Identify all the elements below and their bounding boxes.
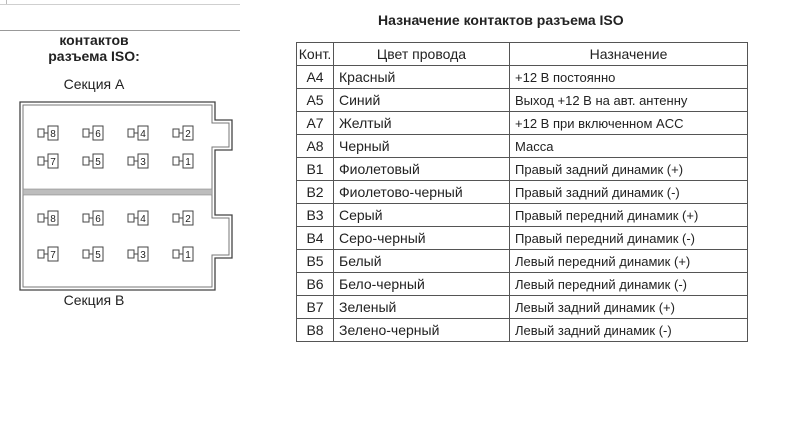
- section-a-pin-6: 6: [82, 125, 104, 141]
- section-separator-band: [22, 188, 213, 196]
- cell-wire-color: Фиолетово-черный: [333, 180, 510, 204]
- cell-purpose: Левый передний динамик (-): [509, 272, 748, 296]
- section-b-pin-5: 5: [82, 246, 104, 262]
- cell-pin: A8: [296, 134, 334, 158]
- cell-purpose: Масса: [509, 134, 748, 158]
- cell-pin: A5: [296, 88, 334, 112]
- section-b-label: Секция В: [63, 292, 125, 308]
- pin-number-label: 5: [95, 250, 101, 261]
- pin-number-label: 8: [50, 214, 56, 225]
- header-purpose: Назначение: [509, 42, 748, 66]
- cell-wire-color: Зелено-черный: [333, 318, 510, 342]
- cell-pin: B3: [296, 203, 334, 227]
- pin-number-label: 3: [140, 157, 146, 168]
- cell-purpose: +12 В постоянно: [509, 65, 748, 89]
- cell-wire-color: Белый: [333, 249, 510, 273]
- section-b-pin-6: 6: [82, 210, 104, 226]
- connector-body-outline: [19, 101, 233, 291]
- cell-pin: A7: [296, 111, 334, 135]
- cell-wire-color: Черный: [333, 134, 510, 158]
- section-a-pin-5: 5: [82, 153, 104, 169]
- cell-pin: B5: [296, 249, 334, 273]
- cell-purpose: Левый передний динамик (+): [509, 249, 748, 273]
- pin-number-label: 2: [185, 214, 191, 225]
- section-a-label: Секция А: [63, 76, 125, 92]
- cell-purpose: Левый задний динамик (-): [509, 318, 748, 342]
- table-title: Назначение контактов разъема ISO: [378, 12, 624, 28]
- cell-purpose: Правый передний динамик (+): [509, 203, 748, 227]
- cell-purpose: Выход +12 В на авт. антенну: [509, 88, 748, 112]
- header-wire-color: Цвет провода: [333, 42, 510, 66]
- cell-purpose: Правый передний динамик (-): [509, 226, 748, 250]
- cell-pin: B4: [296, 226, 334, 250]
- section-b-pin-group: 8 6 4 2 7 5 3 1: [37, 210, 194, 262]
- pin-number-label: 6: [95, 129, 101, 140]
- cell-wire-color: Желтый: [333, 111, 510, 135]
- cell-wire-color: Бело-черный: [333, 272, 510, 296]
- pin-number-label: 1: [185, 157, 191, 168]
- cell-pin: B8: [296, 318, 334, 342]
- pin-number-label: 8: [50, 129, 56, 140]
- cell-pin: A4: [296, 65, 334, 89]
- cell-pin: B1: [296, 157, 334, 181]
- cell-purpose: +12 В при включенном ACC: [509, 111, 748, 135]
- pin-number-label: 4: [140, 129, 146, 140]
- section-a-pin-4: 4: [127, 125, 149, 141]
- table-header-row: Конт. Цвет провода Назначение: [296, 42, 748, 66]
- section-a-pin-group: 8 6 4 2 7 5 3 1: [37, 125, 194, 169]
- pin-number-label: 6: [95, 214, 101, 225]
- pin-number-label: 4: [140, 214, 146, 225]
- cell-pin: B6: [296, 272, 334, 296]
- pin-number-label: 7: [50, 250, 56, 261]
- section-a-pin-3: 3: [127, 153, 149, 169]
- pin-number-label: 5: [95, 157, 101, 168]
- connector-title-line1: контактов: [59, 32, 129, 48]
- cell-pin: B2: [296, 180, 334, 204]
- section-a-pin-7: 7: [37, 153, 59, 169]
- cell-wire-color: Серый: [333, 203, 510, 227]
- cell-wire-color: Фиолетовый: [333, 157, 510, 181]
- section-b-pin-1: 1: [172, 246, 194, 262]
- top-fragment-line: [0, 4, 240, 5]
- header-pin: Конт.: [296, 42, 334, 66]
- section-b-pin-4: 4: [127, 210, 149, 226]
- pin-number-label: 3: [140, 250, 146, 261]
- cell-pin: B7: [296, 295, 334, 319]
- pin-number-label: 2: [185, 129, 191, 140]
- cell-wire-color: Серо-черный: [333, 226, 510, 250]
- cell-purpose: Правый задний динамик (+): [509, 157, 748, 181]
- iso-connector-diagram: 8 6 4 2 7 5 3 1 8 6 4 2 7 5 3 1: [19, 101, 233, 291]
- cell-wire-color: Зеленый: [333, 295, 510, 319]
- section-b-pin-2: 2: [172, 210, 194, 226]
- connector-title-line2: разъема ISO:: [48, 48, 140, 64]
- cell-purpose: Правый задний динамик (-): [509, 180, 748, 204]
- pin-number-label: 7: [50, 157, 56, 168]
- section-b-pin-7: 7: [37, 246, 59, 262]
- section-divider: [0, 30, 240, 31]
- cell-wire-color: Красный: [333, 65, 510, 89]
- cell-wire-color: Синий: [333, 88, 510, 112]
- section-a-pin-1: 1: [172, 153, 194, 169]
- connector-body-inner-outline: [22, 104, 230, 288]
- section-a-pin-8: 8: [37, 125, 59, 141]
- section-b-pin-8: 8: [37, 210, 59, 226]
- pin-number-label: 1: [185, 250, 191, 261]
- cell-purpose: Левый задний динамик (+): [509, 295, 748, 319]
- top-fragment-mark: [0, 0, 7, 4]
- section-a-pin-2: 2: [172, 125, 194, 141]
- section-b-pin-3: 3: [127, 246, 149, 262]
